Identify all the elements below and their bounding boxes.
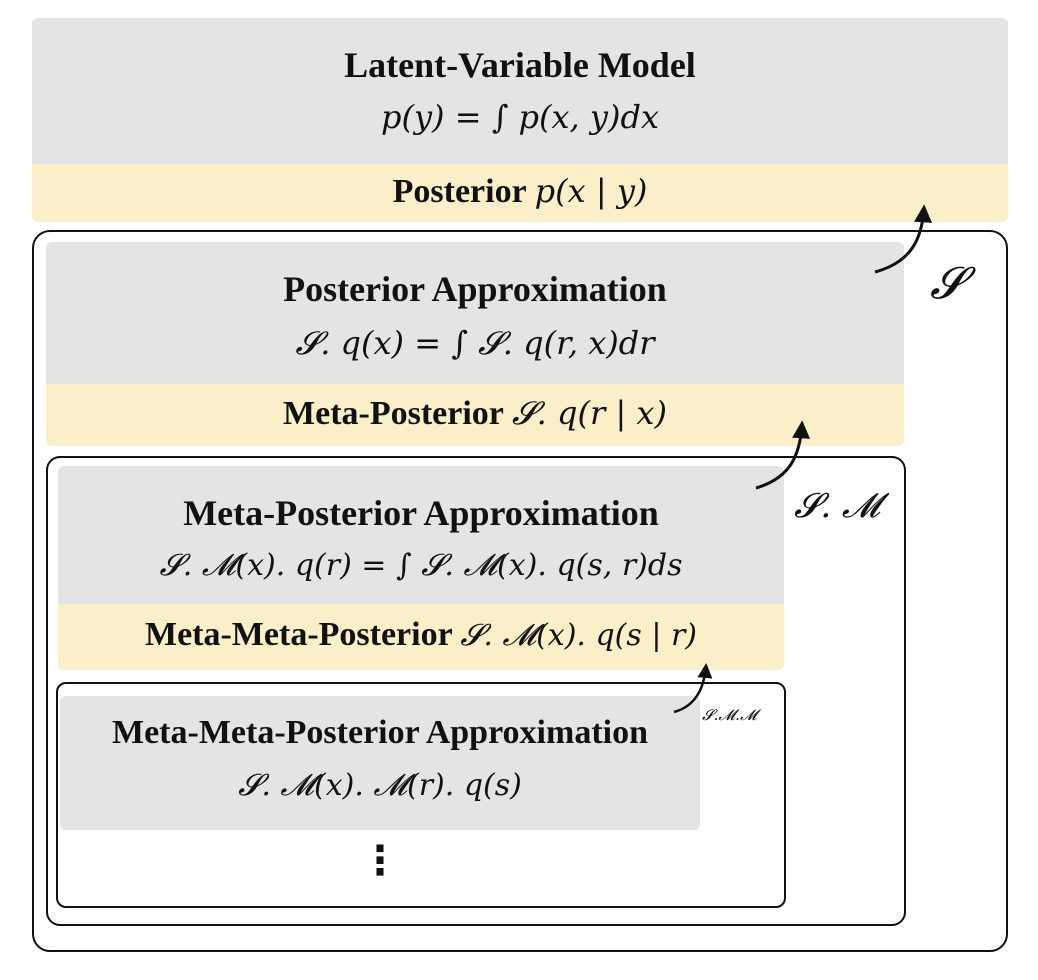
frame-s-m-m	[56, 682, 786, 908]
frame-s-m-m-label: 𝓢.𝓜.𝓜	[702, 706, 757, 724]
posterior-label: Posterior	[392, 173, 527, 210]
meta-meta-posterior-label: Meta-Meta-Posterior	[144, 616, 453, 653]
meta-posterior-band: Meta-Posterior 𝓢. q(r | x)	[46, 384, 904, 446]
meta-meta-posterior-text: Meta-Meta-Posterior 𝓢. 𝓜(x). q(s | r)	[58, 616, 784, 654]
posterior-approximation-title: Posterior Approximation	[283, 269, 667, 309]
latent-variable-model-title: Latent-Variable Model	[344, 45, 696, 85]
posterior-math: p(x | y)	[534, 172, 648, 210]
frame-s	[32, 230, 1008, 952]
meta-meta-posterior-approximation-panel: Meta-Meta-Posterior Approximation 𝓢. 𝓜(x…	[60, 696, 700, 830]
meta-posterior-approximation-title: Meta-Posterior Approximation	[183, 493, 659, 533]
meta-posterior-text: Meta-Posterior 𝓢. q(r | x)	[46, 394, 904, 433]
meta-posterior-approximation-panel: Meta-Posterior Approximation 𝓢. 𝓜(x). q(…	[58, 466, 784, 604]
meta-meta-posterior-math: 𝓢. 𝓜(x). q(s | r)	[460, 618, 698, 653]
meta-meta-posterior-band: Meta-Meta-Posterior 𝓢. 𝓜(x). q(s | r)	[58, 604, 784, 670]
frame-s-m-label: 𝓢. 𝓜	[794, 486, 881, 526]
meta-meta-posterior-approximation-title: Meta-Meta-Posterior Approximation	[112, 714, 648, 751]
posterior-approximation-equation: 𝓢. q(x) = ∫ 𝓢. q(r, x)dr	[295, 324, 655, 362]
latent-variable-model-panel: Latent-Variable Model p(y) = ∫ p(x, y)dx	[32, 18, 1008, 164]
meta-posterior-math: 𝓢. q(r | x)	[511, 394, 667, 432]
frame-s-m	[46, 456, 906, 926]
posterior-band: Posterior p(x | y)	[32, 164, 1008, 222]
latent-variable-model-equation: p(y) = ∫ p(x, y)dx	[381, 98, 659, 136]
continuation-dots: ⋮	[360, 838, 400, 884]
frame-s-label: 𝓢	[930, 258, 965, 309]
posterior-approximation-panel: Posterior Approximation 𝓢. q(x) = ∫ 𝓢. q…	[46, 242, 904, 384]
meta-posterior-label: Meta-Posterior	[283, 395, 504, 432]
meta-posterior-approximation-equation: 𝓢. 𝓜(x). q(r) = ∫ 𝓢. 𝓜(x). q(s, r)ds	[159, 548, 683, 583]
posterior-text: Posterior p(x | y)	[32, 172, 1008, 211]
meta-meta-posterior-approximation-equation: 𝓢. 𝓜(x). 𝓜(r). q(s)	[238, 768, 522, 803]
